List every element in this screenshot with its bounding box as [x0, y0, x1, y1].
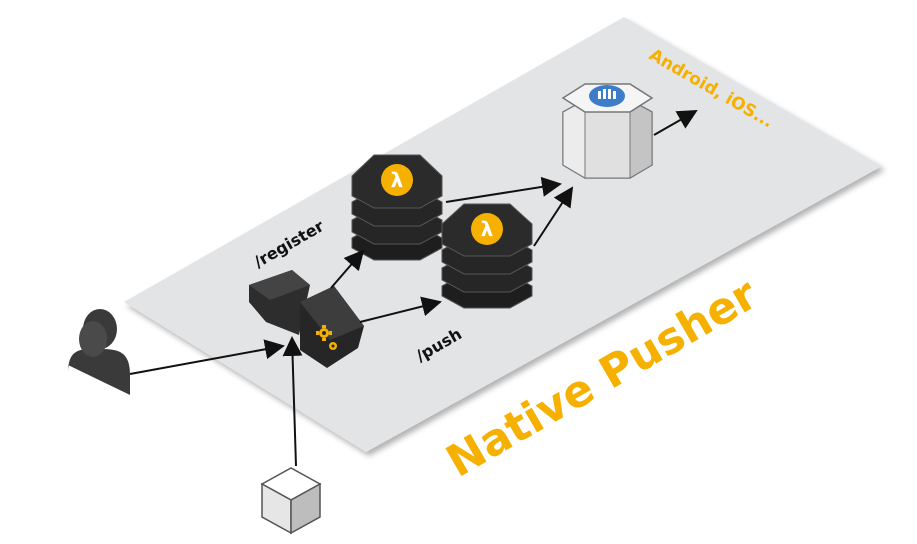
arrow-client-to-gateway [282, 336, 303, 467]
lambda-function-push: λ [441, 203, 533, 309]
arrow-lambda-push-to-sns [533, 186, 574, 247]
gear-icon [316, 325, 337, 350]
connection-arrows [129, 110, 698, 467]
svg-text:λ: λ [391, 168, 404, 192]
sns-icon [561, 83, 654, 179]
arrow-lambda-register-to-sns [445, 176, 562, 203]
arrow-gateway-to-lambda-register [330, 249, 365, 289]
lambda-icon: λ [381, 164, 413, 196]
arrow-user-to-gateway [129, 339, 285, 375]
user-icon [68, 309, 130, 395]
arrow-gateway-to-lambda-push [359, 296, 442, 323]
cube-icon [260, 467, 322, 535]
lambda-icon: λ [471, 213, 503, 245]
api-gateway-icon [249, 270, 364, 368]
svg-text:λ: λ [481, 217, 494, 241]
arrow-sns-to-devices [653, 110, 698, 136]
lambda-function-register: λ [351, 154, 443, 261]
